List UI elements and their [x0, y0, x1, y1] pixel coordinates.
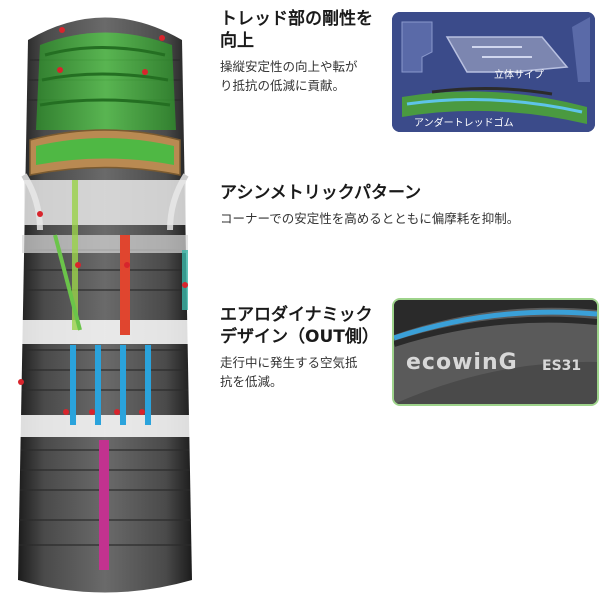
feature-asymmetric-pattern: アシンメトリックパターン コーナーでの安定性を高めるとともに偏摩耗を抑制。 [220, 182, 519, 228]
label-under-tread: アンダートレッドゴム [414, 118, 514, 129]
sidewall-inset: ecowinG ES31 [392, 298, 599, 406]
feature-description: 操縦安定性の向上や転が り抵抗の低減に貢献。 [220, 57, 373, 95]
cut-band-2 [20, 415, 190, 437]
cut-band-1 [22, 320, 188, 344]
tire-illustration [0, 0, 210, 600]
feature-title: 向上 [220, 31, 254, 51]
magenta-groove [99, 440, 109, 570]
blue-groove-1 [70, 345, 76, 425]
label-3d-sipe: 立体サイプ [494, 70, 544, 81]
structure-inset: 立体サイプ アンダートレッドゴム [392, 12, 595, 132]
feature-title: デザイン（OUT側） [220, 327, 379, 347]
sidewall-model: ES31 [542, 358, 582, 374]
desc-line: 操縦安定性の向上や転が [220, 59, 358, 74]
sidewall-brand: ecowinG [406, 350, 518, 375]
feature-title: アシンメトリックパターン [220, 183, 422, 203]
desc-line: 抗を低減。 [220, 374, 283, 389]
feature-title: エアロダイナミック [220, 305, 373, 325]
green-tread-zone [36, 32, 176, 130]
desc-line: 走行中に発生する空気抵 [220, 355, 358, 370]
feature-tread-rigidity: トレッド部の剛性を 向上 操縦安定性の向上や転が り抵抗の低減に貢献。 [220, 8, 373, 95]
feature-description: コーナーでの安定性を高めるとともに偏摩耗を抑制。 [220, 209, 519, 228]
feature-description: 走行中に発生する空気抵 抗を低減。 [220, 353, 379, 391]
feature-aerodynamic-design: エアロダイナミック デザイン（OUT側） 走行中に発生する空気抵 抗を低減。 [220, 304, 379, 391]
feature-title: トレッド部の剛性を [220, 9, 373, 29]
desc-line: コーナーでの安定性を高めるとともに偏摩耗を抑制。 [220, 211, 520, 226]
red-groove [120, 235, 130, 335]
desc-line: り抵抗の低減に貢献。 [220, 78, 346, 93]
